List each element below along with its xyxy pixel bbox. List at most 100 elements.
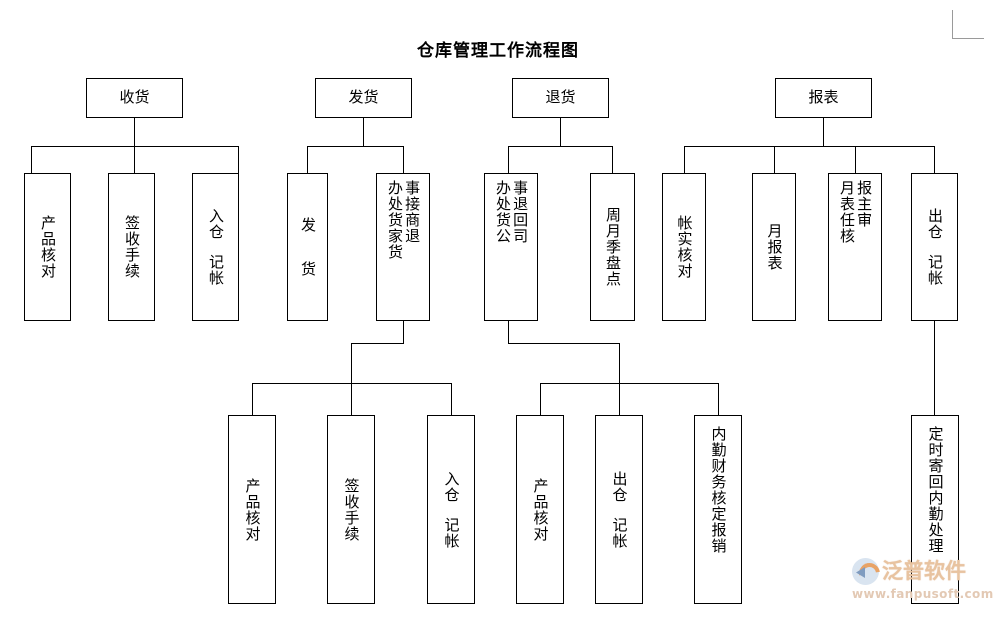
node-r2-10-col-left: 月表任核 xyxy=(838,180,856,244)
node-r2-1-col: 产品核对 xyxy=(39,215,58,279)
node-r3-5-part-a: 出仓 xyxy=(610,470,629,503)
connector-tuihuo-sub-drop-1 xyxy=(540,383,541,415)
node-r3-2-col: 签收手续 xyxy=(342,477,361,542)
node-r2-3-part-b: 记帐 xyxy=(207,254,226,286)
connector-tuihuo-sub-stem-down xyxy=(508,321,509,343)
node-r2-4-text: 发货 xyxy=(288,182,327,312)
node-r3-3-col: 入仓记帐 xyxy=(442,471,461,549)
connector-tuihuo-drop-2 xyxy=(612,146,613,173)
node-r3-2-text: 签收手续 xyxy=(328,424,374,595)
connector-fahuo-drop-1 xyxy=(307,146,308,173)
node-r2-jieshangjia-tuihuo[interactable]: 事接商退 办处货家货 xyxy=(376,173,430,321)
node-r3-5-part-b: 记帐 xyxy=(610,516,629,549)
node-r2-zhouyuejipandian[interactable]: 周月季盘点 xyxy=(590,173,635,321)
node-r3-6-text: 内勤财务核定报销 xyxy=(695,426,741,595)
node-r2-6-text: 事退回司 办处货公 xyxy=(485,180,537,312)
node-r2-chanpinhedui[interactable]: 产品核对 xyxy=(24,173,71,321)
node-baobiao[interactable]: 报表 xyxy=(775,78,872,118)
connector-chucang-to-dingshi xyxy=(934,321,935,415)
node-r3-1-text: 产品核对 xyxy=(229,424,275,595)
connector-tuihuo-sub-jog xyxy=(508,343,619,344)
node-r2-5-col-right: 事接商退 xyxy=(403,180,422,244)
node-r2-3-text: 入仓记帐 xyxy=(193,182,238,312)
fanpu-logo-icon xyxy=(852,558,879,585)
node-r2-9-text: 月报表 xyxy=(753,182,795,312)
node-r3-5-col: 出仓记帐 xyxy=(610,470,629,549)
connector-tuihuo-sub-drop-3 xyxy=(718,383,719,415)
node-r3-chanpinhedui[interactable]: 产品核对 xyxy=(228,415,276,604)
connector-fahuo-sub-jog xyxy=(351,343,404,344)
node-r2-7-col: 周月季盘点 xyxy=(604,207,623,287)
connector-fahuo-sub-drop-1 xyxy=(252,383,253,415)
node-r2-2-col: 签收手续 xyxy=(123,215,142,279)
node-r2-zhangshihedui[interactable]: 帐实核对 xyxy=(662,173,706,321)
node-r2-rucangjizhang[interactable]: 入仓记帐 xyxy=(192,173,239,321)
connector-fahuo-sub-stem-down xyxy=(403,321,404,343)
connector-tuihuo-stem xyxy=(560,118,561,146)
node-fahuo[interactable]: 发货 xyxy=(315,78,412,118)
node-tuihuo[interactable]: 退货 xyxy=(512,78,609,118)
node-r2-2-text: 签收手续 xyxy=(109,182,154,312)
node-tuihuo-label: 退货 xyxy=(545,88,576,107)
node-r2-7-text: 周月季盘点 xyxy=(591,182,634,312)
node-r2-11-part-a: 出仓 xyxy=(926,208,945,240)
node-r2-baobiaozhurenshenhe[interactable]: 报主审 月表任核 xyxy=(828,173,882,321)
node-r3-4-text: 产品核对 xyxy=(517,424,563,595)
node-r3-7-text: 定时寄回内勤处理 xyxy=(912,426,958,595)
connector-baobiao-drop-2 xyxy=(774,146,775,173)
node-r2-11-part-b: 记帐 xyxy=(926,254,945,286)
node-r2-11-col: 出仓记帐 xyxy=(926,208,945,286)
node-r2-chucangjizhang[interactable]: 出仓记帐 xyxy=(911,173,958,321)
connector-fahuo-sub-stem xyxy=(351,343,352,383)
node-r2-4-part-a: 发 xyxy=(299,217,318,233)
connector-tuihuo-sub-drop-2 xyxy=(619,383,620,415)
connector-tuihuo-drop-1 xyxy=(508,146,509,173)
node-r2-fahuo-leaf[interactable]: 发货 xyxy=(287,173,328,321)
node-baobiao-label: 报表 xyxy=(808,88,839,107)
node-r3-chucangjizhang[interactable]: 出仓记帐 xyxy=(595,415,643,604)
connector-shouhuo-stem xyxy=(134,118,135,146)
node-r2-5-text: 事接商退 办处货家货 xyxy=(377,180,429,312)
node-r2-6-col-right: 事退回司 xyxy=(511,180,530,244)
node-r2-8-text: 帐实核对 xyxy=(663,182,705,312)
node-r3-7-col: 定时寄回内勤处理 xyxy=(926,426,945,554)
connector-shouhuo-drop-1 xyxy=(31,146,32,173)
node-r3-chanpinhedui-2[interactable]: 产品核对 xyxy=(516,415,564,604)
node-r2-10-text: 报主审 月表任核 xyxy=(829,180,881,312)
connector-fahuo-stem xyxy=(363,118,364,146)
node-r2-5-col-left: 办处货家货 xyxy=(386,180,404,260)
node-r3-qianshoushouxu[interactable]: 签收手续 xyxy=(327,415,375,604)
node-r3-6-col: 内勤财务核定报销 xyxy=(709,426,728,554)
node-r2-3-part-a: 入仓 xyxy=(207,208,226,240)
node-r2-yuebaobiao[interactable]: 月报表 xyxy=(752,173,796,321)
connector-fahuo-sub-drop-2 xyxy=(351,383,352,415)
node-r2-1-text: 产品核对 xyxy=(25,182,70,312)
node-r3-dingshi-jihui[interactable]: 定时寄回内勤处理 xyxy=(911,415,959,604)
node-r3-neiqin-caiwu[interactable]: 内勤财务核定报销 xyxy=(694,415,742,604)
node-r2-4-part-b: 货 xyxy=(299,261,318,277)
connector-baobiao-stem xyxy=(823,118,824,146)
connector-fahuo-drop-2 xyxy=(403,146,404,173)
node-r3-3-part-b: 记帐 xyxy=(442,516,461,549)
node-r2-tuihui-gongsi[interactable]: 事退回司 办处货公 xyxy=(484,173,538,321)
node-r2-qianshoushouxu[interactable]: 签收手续 xyxy=(108,173,155,321)
connector-baobiao-drop-4 xyxy=(934,146,935,173)
connector-tuihuo-bus xyxy=(508,146,612,147)
connector-shouhuo-drop-3 xyxy=(238,146,239,173)
node-r3-rucangjizhang[interactable]: 入仓记帐 xyxy=(427,415,475,604)
node-r3-3-text: 入仓记帐 xyxy=(428,424,474,595)
connector-baobiao-bus xyxy=(684,146,934,147)
connector-tuihuo-sub-bus xyxy=(540,383,718,384)
node-fahuo-label: 发货 xyxy=(348,88,379,107)
connector-baobiao-drop-3 xyxy=(855,146,856,173)
node-r3-5-text: 出仓记帐 xyxy=(596,424,642,595)
node-r2-6-col-left: 办处货公 xyxy=(494,180,512,244)
node-shouhuo[interactable]: 收货 xyxy=(86,78,183,118)
connector-fahuo-sub-drop-3 xyxy=(451,383,452,415)
connector-shouhuo-drop-2 xyxy=(134,146,135,173)
connector-fahuo-bus xyxy=(307,146,403,147)
node-r2-11-text: 出仓记帐 xyxy=(912,182,957,312)
page-title: 仓库管理工作流程图 xyxy=(417,41,579,61)
node-r3-4-col: 产品核对 xyxy=(531,477,550,542)
